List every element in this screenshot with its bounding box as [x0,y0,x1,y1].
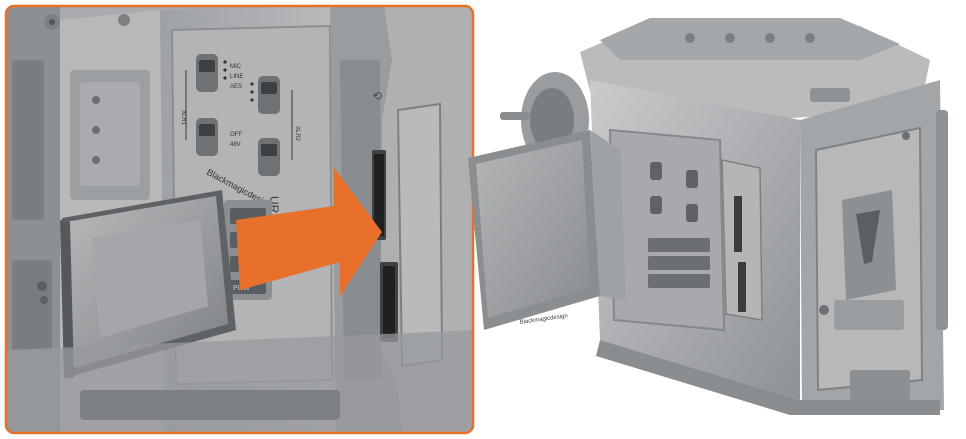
flip-lcd [468,130,626,330]
cfast-card [60,190,236,378]
label-off: OFF [230,132,242,138]
svg-text:⟲: ⟲ [372,89,382,103]
zoom-inset-frame [4,4,475,435]
audio-switch-panel: MIC LINE AES OFF 48V XLR1 XLR2 [180,54,300,176]
label-aes: AES [230,84,242,90]
zoom-inset: MIC LINE AES OFF 48V XLR1 XLR2 Blackmagi… [6,6,473,433]
label-mic: MIC [230,64,242,70]
camera-overview: Blackmagicdesign [468,18,948,415]
label-xlr1: XLR1 [180,110,186,126]
insert-direction-arrow [236,168,382,296]
label-48v: 48V [230,142,241,148]
card-slots [346,150,398,342]
label-line: LINE [230,74,243,80]
camera-side-controls [648,162,710,288]
label-xlr2: XLR2 [294,126,300,142]
